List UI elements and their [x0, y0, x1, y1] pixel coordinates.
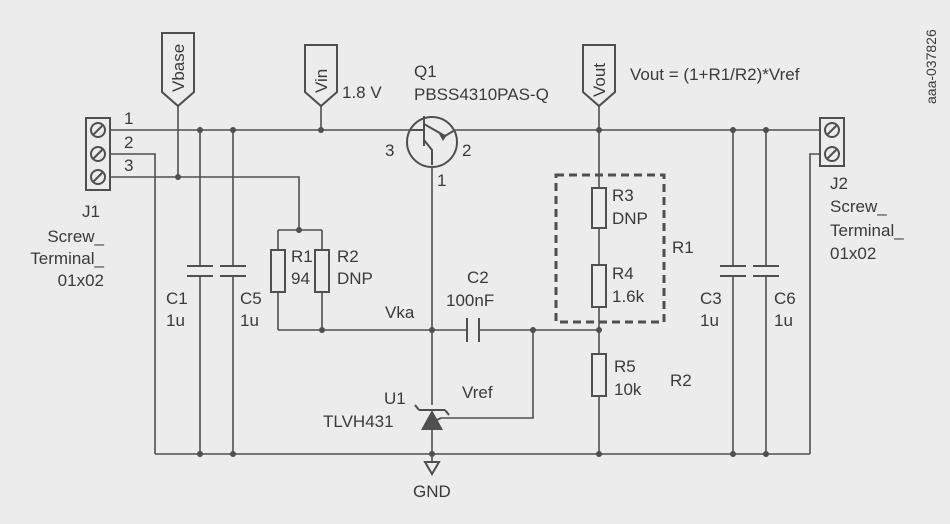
junction-dot [763, 451, 769, 457]
c3-capacitor [720, 265, 746, 277]
r4-resistor [591, 264, 607, 308]
vout-label: Vout [590, 63, 609, 97]
c3-value: 1u [700, 311, 719, 330]
r2-value: DNP [337, 269, 373, 288]
junction-dot [429, 451, 435, 457]
j1-pin2-label: 2 [124, 133, 133, 152]
r3-resistor [591, 187, 607, 229]
c2-value: 100nF [446, 291, 494, 310]
document-id: aaa-037826 [923, 29, 939, 104]
j2-ref: J2 [830, 174, 848, 193]
c5-ref: C5 [240, 289, 262, 308]
junction-dot [319, 327, 325, 333]
c6-value: 1u [774, 311, 793, 330]
q1-ref: Q1 [414, 62, 437, 81]
junction-dot [175, 174, 181, 180]
u1-shunt-regulator [414, 404, 450, 430]
wires [108, 105, 822, 462]
junction-dot [530, 327, 536, 333]
r1-ref: R1 [291, 247, 313, 266]
j1-name-line1: Screw_ [47, 227, 104, 246]
junction-dot [730, 127, 736, 133]
junction-dot [197, 127, 203, 133]
r4-value: 1.6k [612, 287, 645, 306]
j1-pin3-label: 3 [124, 156, 133, 175]
j2-name-line2: Terminal_ [830, 221, 904, 240]
junction-dot [596, 127, 602, 133]
c2-ref: C2 [467, 268, 489, 287]
c1-capacitor [187, 265, 213, 277]
j2-name-line1: Screw_ [830, 197, 887, 216]
r1-group-box [554, 173, 666, 324]
c6-capacitor [753, 265, 779, 277]
junction-dot [596, 451, 602, 457]
r1-value: 94 [291, 269, 310, 288]
j1-name-line3: 01x02 [58, 271, 104, 290]
vref-label: Vref [462, 383, 493, 402]
q1-pin2-label: 2 [462, 141, 471, 160]
r2-ref: R2 [337, 247, 359, 266]
r5-ref: R5 [614, 357, 636, 376]
junction-dot [318, 127, 324, 133]
q1-part: PBSS4310PAS-Q [414, 85, 549, 104]
r1-resistor [270, 249, 286, 293]
c1-value: 1u [166, 311, 185, 330]
r5-value: 10k [614, 380, 642, 399]
junction-dot [763, 127, 769, 133]
vbase-label: Vbase [169, 44, 188, 92]
junction-dot [197, 451, 203, 457]
ground-symbol [423, 461, 441, 476]
r2-resistor [314, 249, 330, 293]
vin-label: Vin [312, 69, 331, 93]
vin-flag: Vin [304, 44, 338, 108]
vka-label: Vka [385, 303, 415, 322]
r5-resistor [591, 353, 607, 397]
q1-pin1-label: 1 [437, 171, 446, 190]
u1-ref: U1 [384, 389, 406, 408]
r1-group-label: R1 [672, 238, 694, 257]
r2-group-label: R2 [670, 371, 692, 390]
vout-flag: Vout [582, 44, 616, 108]
r3-value: DNP [612, 209, 648, 228]
junction-dot [730, 451, 736, 457]
j2-name-line3: 01x02 [830, 244, 876, 263]
c2-capacitor [466, 318, 480, 342]
junction-dot [230, 127, 236, 133]
vbase-flag: Vbase [161, 32, 195, 108]
junction-dot [596, 327, 602, 333]
c5-capacitor [220, 265, 246, 277]
u1-part: TLVH431 [323, 412, 394, 431]
c5-value: 1u [240, 311, 259, 330]
c6-ref: C6 [774, 289, 796, 308]
q1-pin3-label: 3 [385, 141, 394, 160]
junction-dot [230, 451, 236, 457]
c3-ref: C3 [700, 289, 722, 308]
vin-value: 1.8 V [342, 83, 382, 102]
junction-dot [429, 327, 435, 333]
j1-screw-terminal [85, 117, 111, 191]
r3-ref: R3 [612, 186, 634, 205]
j1-name-line2: Terminal_ [30, 249, 104, 268]
junction-dots [175, 127, 769, 457]
vout-formula: Vout = (1+R1/R2)*Vref [630, 65, 800, 84]
gnd-label: GND [413, 482, 451, 501]
j1-ref: J1 [82, 202, 100, 221]
j1-pin1-label: 1 [124, 109, 133, 128]
j2-screw-terminal [819, 117, 845, 167]
q1-transistor [406, 116, 458, 168]
c1-ref: C1 [166, 289, 188, 308]
r4-ref: R4 [612, 264, 634, 283]
junction-dot [296, 227, 302, 233]
